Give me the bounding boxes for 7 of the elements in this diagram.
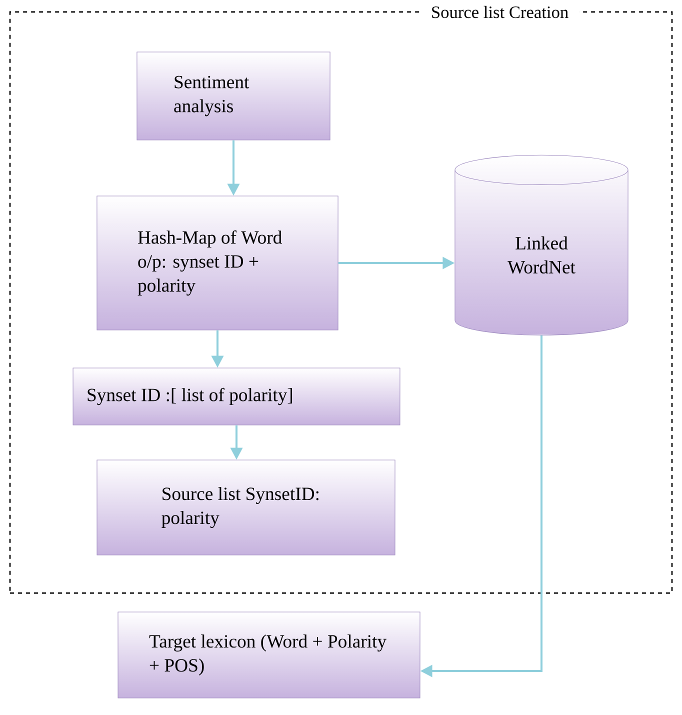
frame-title: Source list Creation (420, 1, 580, 23)
process-box: Hash-Map of Word o/p: synset ID + polarity (96, 196, 338, 330)
process-box: Synset ID :[ list of polarity] (72, 368, 400, 426)
database-cylinder: Linked WordNet (454, 154, 628, 336)
process-box: Sentiment analysis (136, 52, 330, 140)
process-box: Target lexicon (Word + Polarity + POS) (118, 612, 420, 698)
process-box: Source list SynsetID: polarity (96, 460, 396, 556)
